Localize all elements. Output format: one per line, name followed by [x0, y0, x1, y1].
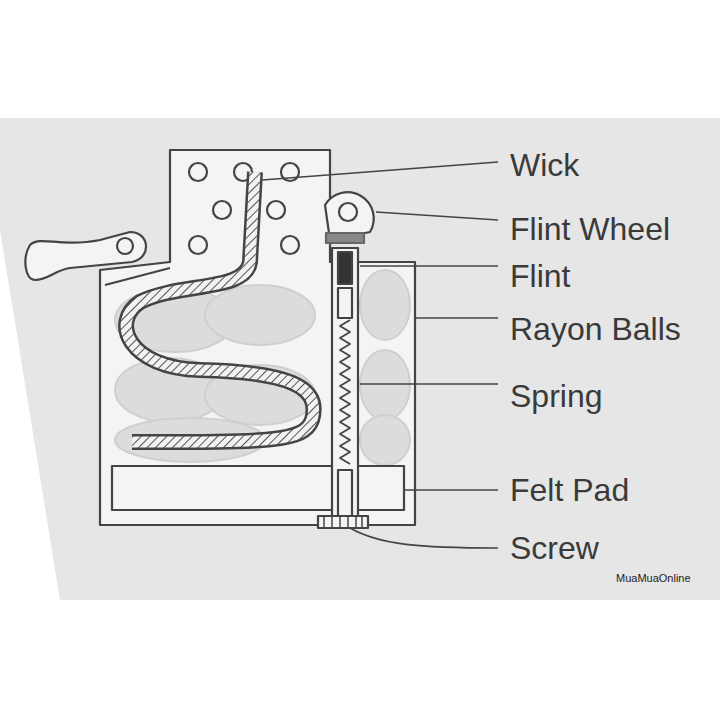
spring	[340, 320, 350, 464]
screw	[318, 516, 368, 528]
background-corner	[0, 230, 60, 600]
part-label: Screw	[510, 532, 599, 564]
housing-edge	[105, 268, 170, 285]
part-label: Felt Pad	[510, 474, 629, 506]
screw-shaft	[338, 470, 352, 520]
wheel-base	[326, 233, 364, 243]
lever-pivot	[117, 238, 133, 254]
background-panel	[0, 118, 720, 600]
part-label: Rayon Balls	[510, 313, 681, 345]
part-label: Spring	[510, 380, 603, 412]
screw-knurl	[324, 516, 362, 528]
wick-hatching	[126, 172, 313, 442]
lever	[25, 232, 146, 280]
watermark: MuaMuaOnline	[616, 573, 691, 584]
insert-housing	[100, 150, 415, 525]
spring-cap	[338, 288, 352, 318]
leader-lines	[262, 162, 498, 548]
part-label: Wick	[510, 149, 579, 181]
felt-pad	[112, 466, 404, 510]
wick	[126, 172, 313, 442]
part-label: Flint Wheel	[510, 213, 670, 245]
flint	[338, 252, 352, 284]
flint-tube	[332, 248, 358, 525]
part-label: Flint	[510, 260, 570, 292]
